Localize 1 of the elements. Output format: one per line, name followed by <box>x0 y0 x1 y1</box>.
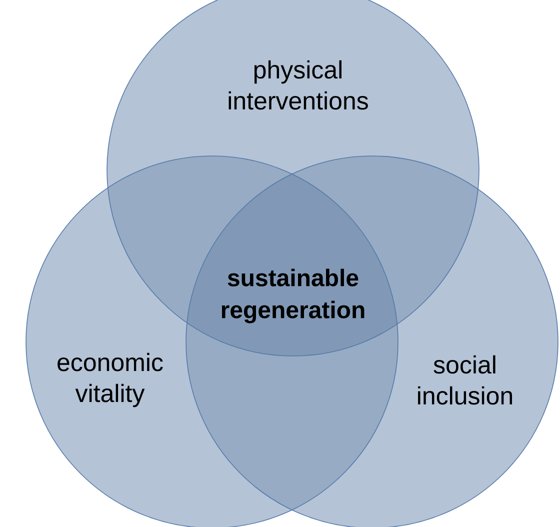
center-label: sustainable regeneration <box>222 268 364 324</box>
